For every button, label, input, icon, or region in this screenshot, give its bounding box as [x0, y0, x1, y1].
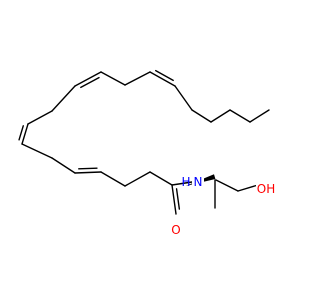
amide-hydrogen-label: H — [181, 175, 190, 189]
chain-bond-2 — [124, 171, 151, 187]
amide-nitrogen-label: N — [194, 175, 203, 189]
label-layer: O N H OH — [170, 175, 276, 237]
tail-bond-1 — [249, 109, 270, 123]
methylene-bond-3 — [51, 85, 76, 112]
chain-bond-3 — [149, 171, 173, 186]
alkene-bond-4 — [74, 171, 102, 174]
hydroxymethyl-bond-2 — [237, 184, 259, 192]
methylene-bond-5 — [21, 143, 53, 159]
carbonyl-bond — [171, 184, 177, 215]
alkene-bond-3 — [21, 123, 29, 145]
hydroxymethyl-bond-1 — [215, 179, 239, 192]
tail-bond-3 — [210, 109, 231, 123]
tail-bond-4 — [191, 109, 212, 123]
tail-bond-2 — [229, 109, 251, 123]
chain-bond-1 — [100, 171, 126, 187]
methylene-bond-2 — [100, 71, 126, 86]
amide-cn-bond — [171, 181, 193, 186]
alkene-bond-1 — [149, 71, 176, 87]
alkene-bond-1-inner — [155, 69, 174, 82]
alkene-bond-2 — [74, 71, 102, 87]
methylene-bond-4 — [27, 110, 53, 125]
amide-oxygen-label: O — [171, 223, 180, 237]
alkene-bond-2-inner — [80, 76, 100, 89]
molecule-structure: O N H OH — [18, 69, 276, 237]
bond-layer — [18, 69, 270, 215]
methylene-bond-1 — [124, 71, 151, 86]
methylene-bond-6 — [51, 157, 76, 174]
carbonyl-bond-inner — [175, 188, 181, 210]
alkene-bond-3-inner — [18, 125, 24, 141]
alkene-bond-4-inner — [78, 167, 98, 170]
hydroxyl-label: OH — [257, 182, 275, 196]
tail-bond-5 — [174, 85, 193, 111]
